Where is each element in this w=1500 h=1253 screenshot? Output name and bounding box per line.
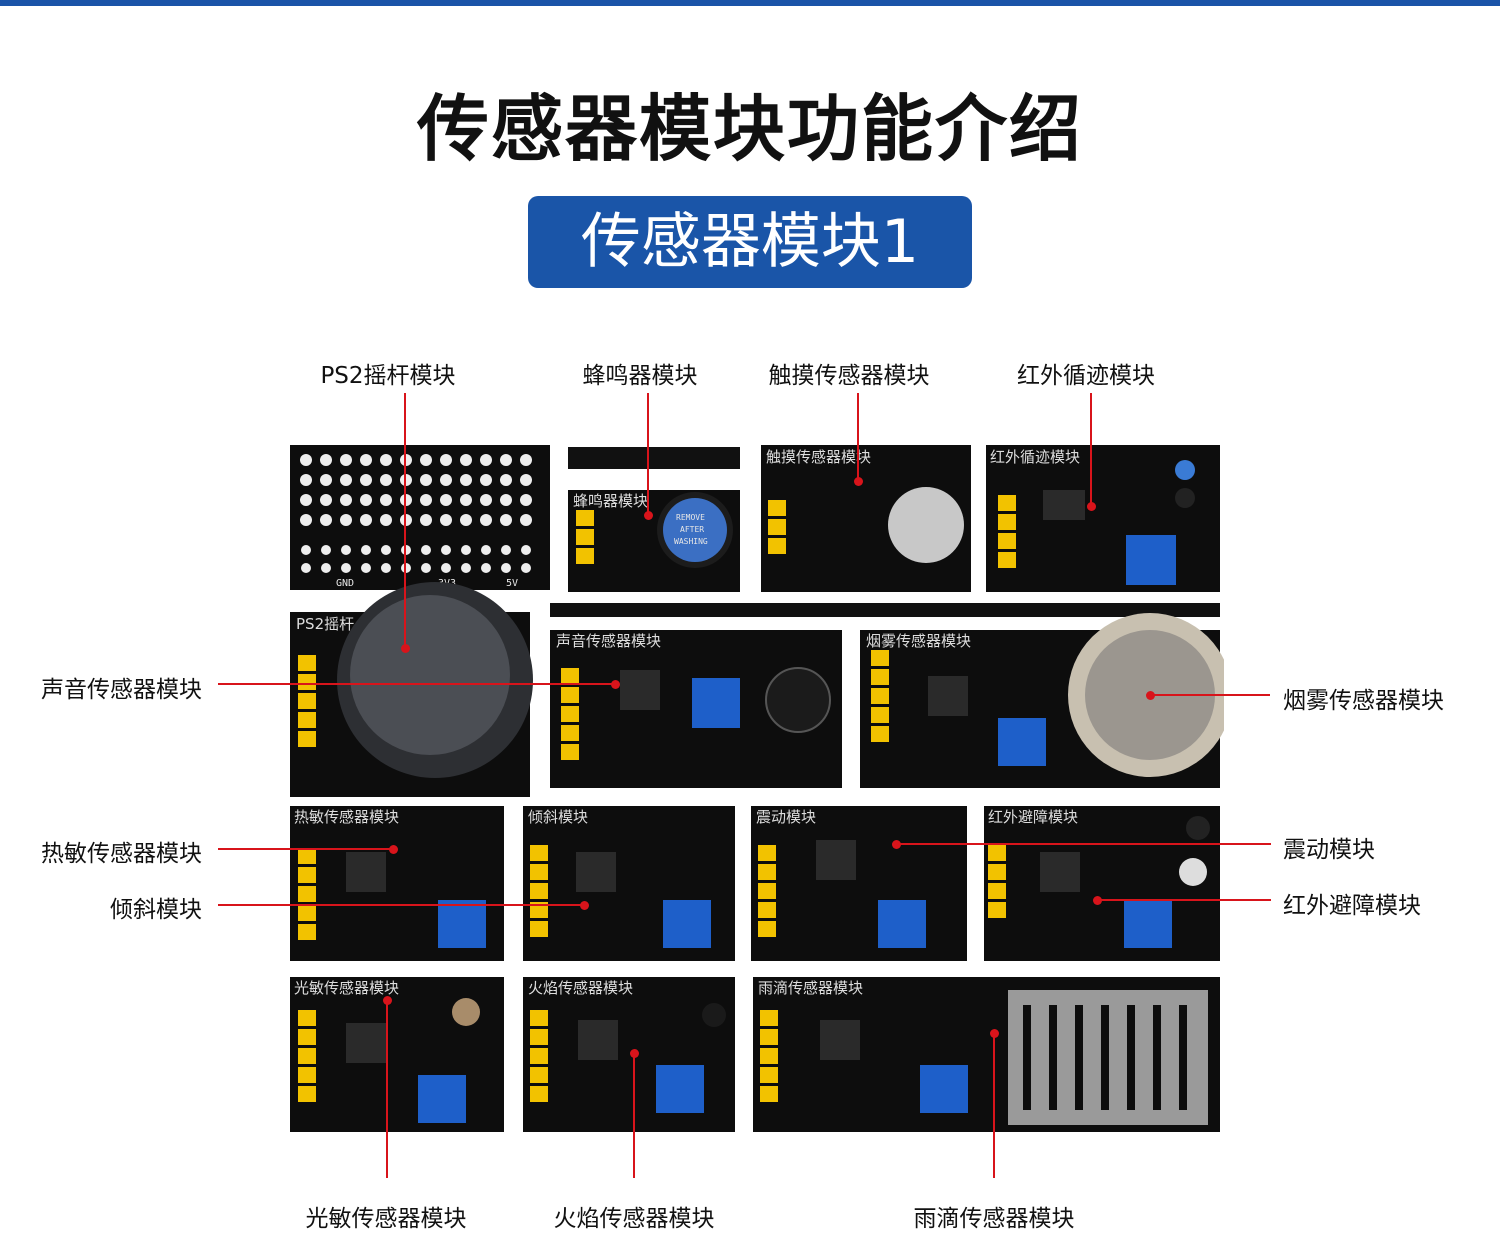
label-smoke: 烟雾传感器模块	[1283, 688, 1444, 714]
dot-thermal	[389, 845, 398, 854]
dot-vibration	[892, 840, 901, 849]
label-ps2-joystick: PS2摇杆模块	[320, 363, 456, 389]
dot-sound	[611, 680, 620, 689]
label-sound: 声音传感器模块	[41, 677, 202, 703]
dot-smoke	[1146, 691, 1155, 700]
line-ps2	[404, 393, 406, 648]
vibration-silk: 震动模块	[756, 808, 816, 826]
buzzer-silk: 蜂鸣器模块	[573, 492, 648, 510]
dot-ir-tracking	[1087, 502, 1096, 511]
ir-obstacle-module	[984, 806, 1220, 961]
dot-ps2	[401, 644, 410, 653]
line-buzzer	[647, 393, 649, 515]
ir-obstacle-silk: 红外避障模块	[988, 808, 1078, 826]
line-flame	[633, 1053, 635, 1178]
label-raindrop: 雨滴传感器模块	[913, 1206, 1075, 1232]
line-thermal	[218, 848, 393, 850]
tilt-silk: 倾斜模块	[528, 808, 588, 826]
gnd-label: GND	[336, 578, 354, 589]
line-ir-obstacle	[1097, 899, 1271, 901]
raindrop-silk: 雨滴传感器模块	[758, 979, 863, 997]
5v-label: 5V	[506, 578, 518, 589]
label-light: 光敏传感器模块	[305, 1206, 467, 1232]
dot-flame	[630, 1049, 639, 1058]
sound-silk: 声音传感器模块	[556, 632, 661, 650]
touch-silk: 触摸传感器模块	[766, 448, 871, 466]
svg-text:AFTER: AFTER	[680, 525, 704, 534]
ps2-silk: PS2摇杆	[296, 615, 354, 633]
label-ir-obstacle: 红外避障模块	[1283, 893, 1421, 919]
ir-tracking-silk: 红外循迹模块	[990, 448, 1080, 466]
thermal-silk: 热敏传感器模块	[294, 808, 399, 826]
line-raindrop	[993, 1033, 995, 1178]
dot-raindrop	[990, 1029, 999, 1038]
line-ir-tracking	[1090, 393, 1092, 506]
line-smoke	[1150, 694, 1270, 696]
label-flame: 火焰传感器模块	[553, 1206, 715, 1232]
svg-text:WASHING: WASHING	[674, 537, 708, 546]
line-touch	[857, 393, 859, 481]
sensor-board-illustration: GND 3V3 5V 蜂鸣器模块 REMOVE AFTER WASHING 触摸…	[290, 445, 1224, 1132]
page-title: 传感器模块功能介绍	[416, 87, 1083, 171]
line-vibration	[896, 843, 1271, 845]
label-thermal: 热敏传感器模块	[41, 841, 202, 867]
svg-text:REMOVE: REMOVE	[676, 513, 705, 522]
dot-touch	[854, 477, 863, 486]
label-touch: 触摸传感器模块	[768, 363, 930, 389]
flame-silk: 火焰传感器模块	[528, 979, 633, 997]
dot-light	[383, 996, 392, 1005]
line-light	[386, 1000, 388, 1178]
label-tilt: 倾斜模块	[110, 897, 202, 923]
label-buzzer: 蜂鸣器模块	[582, 363, 698, 389]
label-vibration: 震动模块	[1283, 837, 1375, 863]
line-tilt	[218, 904, 584, 906]
smoke-silk: 烟雾传感器模块	[866, 632, 971, 650]
section-badge: 传感器模块1	[528, 196, 972, 288]
dot-tilt	[580, 901, 589, 910]
label-ir-tracking: 红外循迹模块	[1017, 363, 1155, 389]
light-silk: 光敏传感器模块	[294, 979, 399, 997]
dot-ir-obstacle	[1093, 896, 1102, 905]
dot-buzzer	[644, 511, 653, 520]
top-accent-bar	[0, 0, 1500, 6]
line-sound	[218, 683, 615, 685]
vibration-module	[751, 806, 967, 961]
